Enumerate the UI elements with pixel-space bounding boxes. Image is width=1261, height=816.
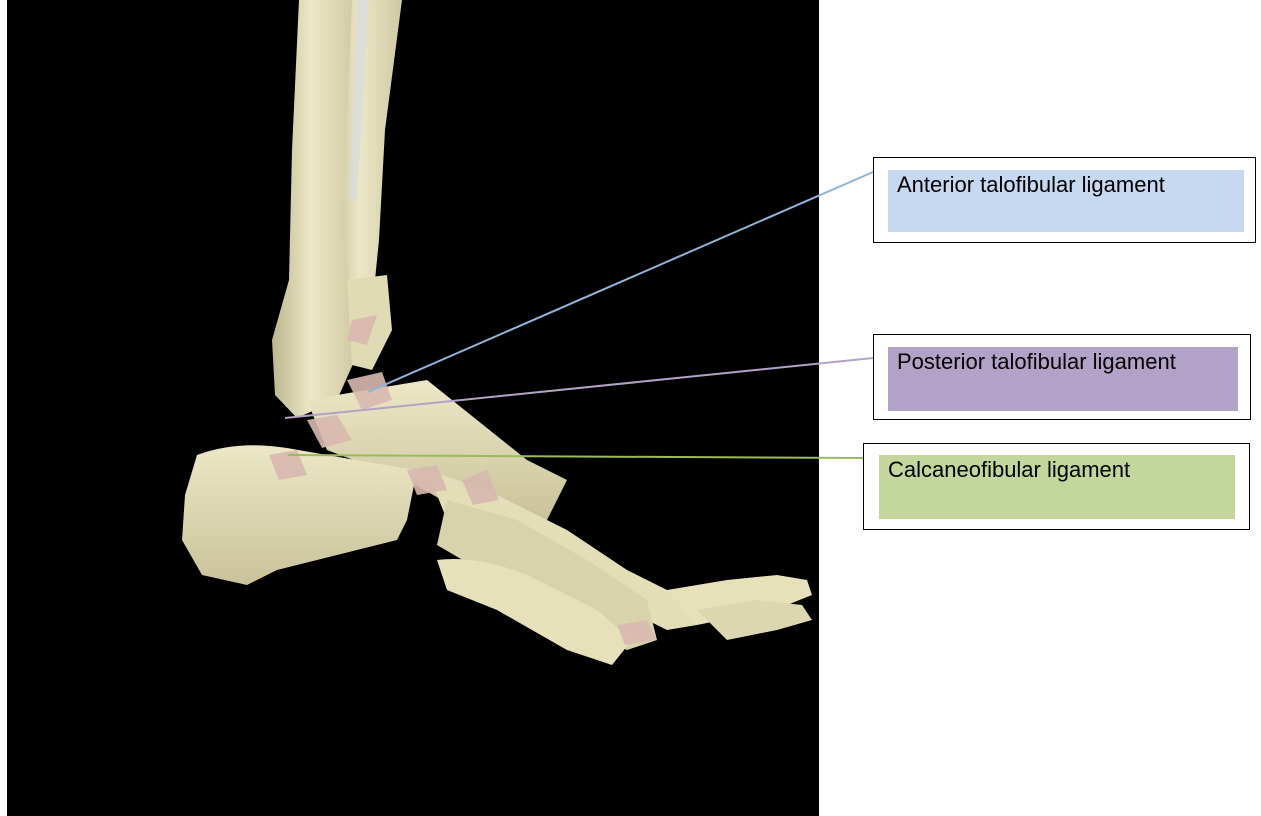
label-calcaneofibular: Calcaneofibular ligament	[879, 455, 1235, 519]
label-box-posterior: Posterior talofibular ligament	[873, 334, 1251, 420]
foot-ankle-illustration	[7, 0, 819, 816]
foot-bones-drawing	[7, 0, 819, 816]
label-posterior-talofibular: Posterior talofibular ligament	[888, 347, 1238, 411]
label-box-anterior: Anterior talofibular ligament	[873, 157, 1256, 243]
label-anterior-talofibular: Anterior talofibular ligament	[888, 170, 1244, 232]
label-box-calcaneo: Calcaneofibular ligament	[863, 443, 1250, 530]
